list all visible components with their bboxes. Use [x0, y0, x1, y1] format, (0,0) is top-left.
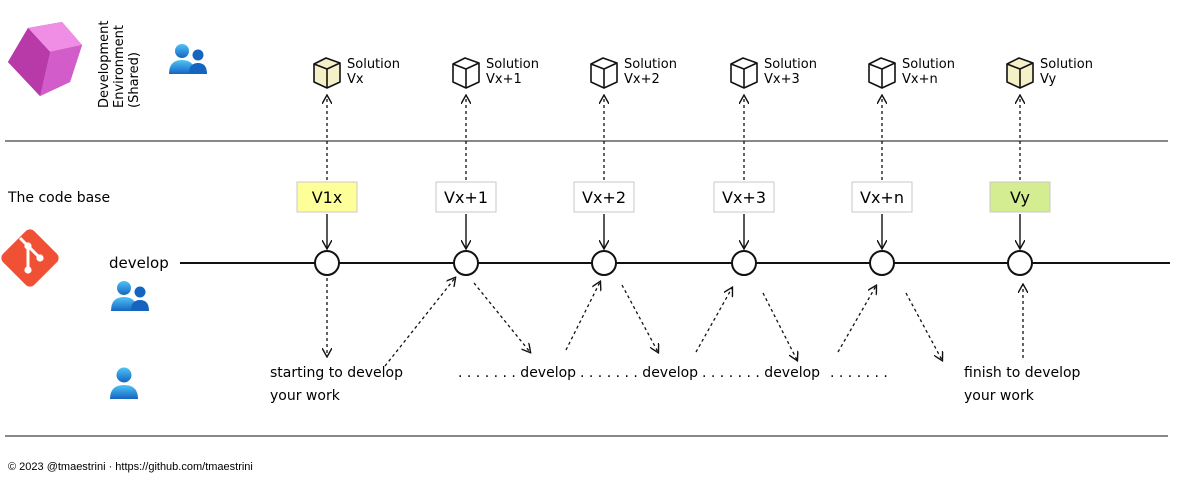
environment-line-2: Environment	[112, 25, 127, 108]
code-base-label: The code base	[7, 190, 110, 206]
solution-name: Solution	[902, 57, 955, 72]
cube-icon	[868, 57, 896, 89]
environment-label: Development Environment (Shared)	[97, 20, 142, 108]
version-row: V1x Vx+1 Vx+2 Vx+3 Vx+n Vy	[296, 181, 1051, 248]
finish-text-line-1: finish to develop	[964, 365, 1081, 381]
environment-line-1: Development	[97, 20, 112, 108]
commit-node-4	[731, 250, 757, 276]
users-group-icon	[169, 44, 207, 74]
environment-line-3: (Shared)	[127, 52, 142, 108]
flow-arrow-5	[621, 284, 658, 352]
developer-user-icon	[110, 367, 138, 399]
flow-arrow-7	[762, 292, 797, 360]
solution-name: Solution	[486, 57, 539, 72]
solution-version: Vx	[347, 72, 364, 87]
flow-arrow-4	[565, 282, 600, 351]
cube-icon	[1006, 57, 1034, 89]
version-label: Vx+1	[444, 188, 488, 207]
solution-version: Vx+2	[624, 72, 660, 87]
commit-node-6	[1007, 250, 1033, 276]
commit-node-3	[591, 250, 617, 276]
git-icon	[1, 229, 59, 287]
solution-name: Solution	[347, 57, 400, 72]
branch-users-icon	[111, 281, 149, 311]
version-box	[851, 181, 913, 213]
version-box	[435, 181, 497, 213]
solution-name: Solution	[624, 57, 677, 72]
start-text-line-1: starting to develop	[270, 365, 403, 381]
version-label: Vx+2	[582, 188, 626, 207]
solution-version: Vx+1	[486, 72, 522, 87]
solution-version: Vx+n	[902, 72, 938, 87]
branch-label: develop	[109, 254, 169, 272]
develop-text-2: . . . . . . . develop	[580, 365, 698, 381]
flow-arrow-6	[695, 288, 732, 353]
cube-icon	[590, 57, 618, 89]
version-label: Vx+3	[722, 188, 766, 207]
version-1: V1x	[296, 181, 358, 248]
version-4: Vx+3	[713, 181, 775, 248]
version-box	[989, 181, 1051, 213]
version-5: Vx+n	[851, 181, 913, 248]
cube-icon	[313, 57, 341, 89]
power-platform-logo	[8, 22, 82, 96]
version-6: Vy	[989, 181, 1051, 248]
start-text-line-2: your work	[270, 388, 341, 404]
commit-node-1	[314, 250, 340, 276]
flow-arrow-2	[384, 278, 455, 367]
finish-text-line-2: your work	[964, 388, 1035, 404]
cube-icon	[452, 57, 480, 89]
flow-arrow-8	[837, 286, 876, 353]
version-box	[713, 181, 775, 213]
footer-copyright: © 2023 @tmaestrini · https://github.com/…	[8, 461, 253, 473]
solution-version: Vy	[1040, 72, 1057, 87]
version-label: Vy	[1010, 188, 1030, 207]
develop-text-1: . . . . . . . develop	[458, 365, 576, 381]
version-label: Vx+n	[860, 188, 904, 207]
commit-node-5	[869, 250, 895, 276]
flow-arrow-9	[905, 292, 942, 360]
develop-text-4: . . . . . . .	[830, 365, 888, 381]
version-3: Vx+2	[573, 181, 635, 248]
solution-name: Solution	[1040, 57, 1093, 72]
solutions-row: SolutionVxSolutionVx+1SolutionVx+2Soluti…	[313, 57, 1093, 180]
solution-name: Solution	[764, 57, 817, 72]
flow-arrow-3	[473, 282, 530, 352]
development-flow	[327, 278, 1023, 367]
commit-nodes	[314, 250, 1033, 276]
version-2: Vx+1	[435, 181, 497, 248]
solution-version: Vx+3	[764, 72, 800, 87]
develop-text-3: . . . . . . . develop	[702, 365, 820, 381]
version-box	[296, 181, 358, 213]
version-label: V1x	[312, 188, 343, 207]
cube-icon	[730, 57, 758, 89]
version-box	[573, 181, 635, 213]
commit-node-2	[453, 250, 479, 276]
